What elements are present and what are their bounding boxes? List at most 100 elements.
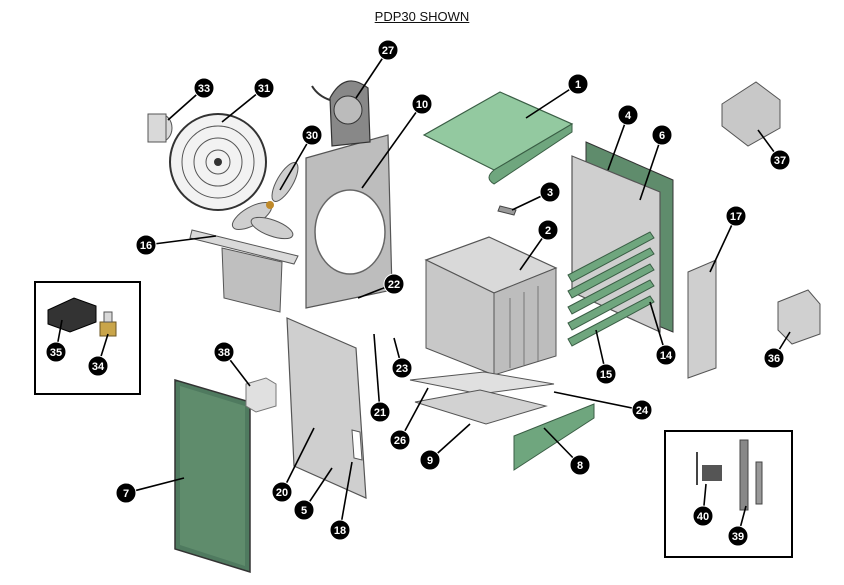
- callout-4: 4: [617, 104, 639, 126]
- callout-circle: [655, 344, 677, 366]
- part-front-panel: [286, 317, 367, 499]
- callout-circle: [377, 39, 399, 61]
- callout-number: 22: [388, 279, 400, 291]
- part-fan-motor: [147, 113, 173, 143]
- part-access-door: [174, 378, 251, 574]
- callout-37: 37: [769, 149, 791, 171]
- callout-circle: [115, 482, 137, 504]
- callout-circle: [293, 499, 315, 521]
- callout-17: 17: [725, 205, 747, 227]
- callout-10: 10: [411, 93, 433, 115]
- callout-22: 22: [383, 273, 405, 295]
- callout-34: 34: [87, 355, 109, 377]
- part-fan-louver: [189, 229, 299, 313]
- callout-circle: [369, 401, 391, 423]
- part-bottom-trim: [513, 403, 595, 471]
- part-fan-panel: [305, 134, 393, 309]
- callout-number: 39: [732, 531, 744, 543]
- callout-9: 9: [419, 449, 441, 471]
- callout-circle: [193, 77, 215, 99]
- callout-18: 18: [329, 519, 351, 541]
- callout-number: 10: [416, 99, 428, 111]
- part-gas-valve-alt: [777, 289, 821, 345]
- callout-40: 40: [692, 505, 714, 527]
- callout-36: 36: [763, 347, 785, 369]
- callout-number: 40: [697, 511, 709, 523]
- callout-21: 21: [369, 401, 391, 423]
- callout-circle: [631, 399, 653, 421]
- callout-2: 2: [537, 219, 559, 241]
- callout-circle: [383, 273, 405, 295]
- callout-14: 14: [655, 344, 677, 366]
- callout-circle: [301, 124, 323, 146]
- callout-1: 1: [567, 73, 589, 95]
- callout-circle: [389, 429, 411, 451]
- callout-number: 17: [730, 211, 742, 223]
- diagram-title: PDP30 SHOWN: [374, 9, 470, 24]
- part-mounting-rail: [687, 259, 717, 379]
- part-bracket-clip: [497, 205, 517, 216]
- part-transformer: [245, 377, 277, 413]
- callout-circle: [539, 181, 561, 203]
- callout-markers: 1234567891014151617182021222324262730313…: [45, 39, 791, 547]
- callout-circle: [87, 355, 109, 377]
- part-control-module: [47, 297, 97, 333]
- callout-number: 27: [382, 45, 394, 57]
- callout-circle: [569, 454, 591, 476]
- callout-circle: [329, 519, 351, 541]
- callout-number: 20: [276, 487, 288, 499]
- part-louvers: [567, 231, 655, 347]
- callout-circle: [411, 93, 433, 115]
- callout-15: 15: [595, 363, 617, 385]
- callout-number: 6: [659, 130, 665, 142]
- callout-26: 26: [389, 429, 411, 451]
- part-pilot-assembly: [696, 439, 763, 511]
- callout-30: 30: [301, 124, 323, 146]
- callout-number: 34: [92, 361, 105, 373]
- callout-number: 35: [50, 347, 62, 359]
- callout-circle: [253, 77, 275, 99]
- part-blower: [311, 80, 371, 147]
- callout-circle: [213, 341, 235, 363]
- callout-circle: [391, 357, 413, 379]
- callout-circle: [725, 205, 747, 227]
- callout-number: 9: [427, 455, 433, 467]
- callout-33: 33: [193, 77, 215, 99]
- callout-number: 4: [625, 110, 632, 122]
- part-heat-exchanger: [424, 236, 558, 376]
- callout-3: 3: [539, 181, 561, 203]
- callout-circle: [45, 341, 67, 363]
- callout-number: 31: [258, 83, 270, 95]
- part-fan-guard: [169, 113, 267, 211]
- callout-number: 30: [306, 130, 318, 142]
- callout-number: 16: [140, 240, 152, 252]
- callout-7: 7: [115, 482, 137, 504]
- callout-number: 33: [198, 83, 210, 95]
- callout-number: 15: [600, 369, 612, 381]
- callout-number: 1: [575, 79, 581, 91]
- callout-5: 5: [293, 499, 315, 521]
- part-gas-fitting: [99, 311, 117, 337]
- callout-number: 24: [636, 405, 649, 417]
- callout-circle: [419, 449, 441, 471]
- callout-number: 21: [374, 407, 386, 419]
- callout-number: 26: [394, 435, 406, 447]
- callout-number: 38: [218, 347, 230, 359]
- callout-27: 27: [377, 39, 399, 61]
- part-gas-valve: [721, 81, 781, 147]
- callout-20: 20: [271, 481, 293, 503]
- callout-35: 35: [45, 341, 67, 363]
- callout-circle: [135, 234, 157, 256]
- callout-number: 37: [774, 155, 786, 167]
- callout-23: 23: [391, 357, 413, 379]
- callout-24: 24: [631, 399, 653, 421]
- callout-circle: [651, 124, 673, 146]
- part-top-cover: [422, 91, 574, 185]
- callout-31: 31: [253, 77, 275, 99]
- callout-circle: [692, 505, 714, 527]
- inset-box-pilot: [664, 430, 793, 558]
- callout-circle: [617, 104, 639, 126]
- callout-number: 5: [301, 505, 307, 517]
- inset-box-controls: [34, 281, 141, 395]
